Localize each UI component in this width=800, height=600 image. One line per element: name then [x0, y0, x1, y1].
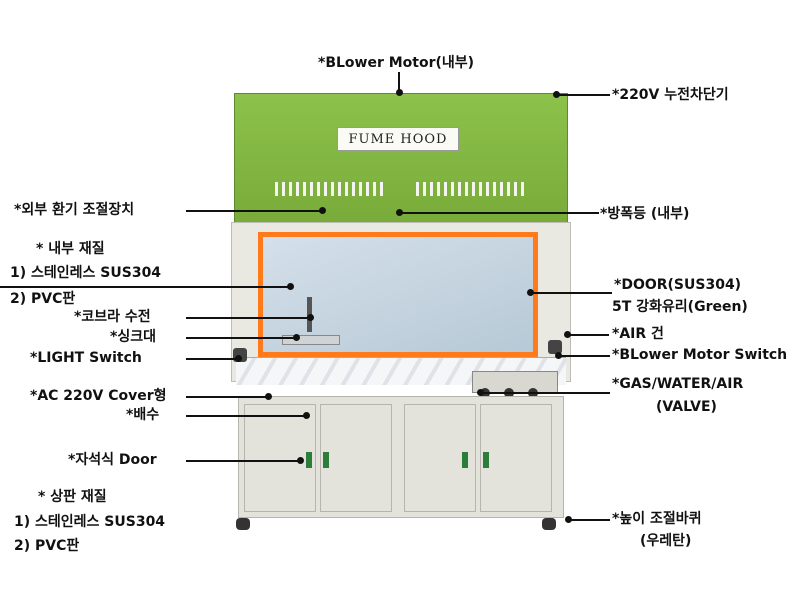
- label-exhaust-control: *외부 환기 조절장치: [14, 202, 135, 218]
- label-drain: *배수: [126, 407, 160, 423]
- label-inner-material-title: * 내부 재질: [36, 241, 105, 257]
- cabinet-door: [320, 404, 392, 512]
- label-inner-material-1: 1) 스테인레스 SUS304: [10, 265, 162, 281]
- door-handle: [483, 452, 489, 468]
- label-explosion-light: *방폭등 (내부): [600, 206, 690, 222]
- label-caster-line1: *높이 조절바퀴: [612, 511, 702, 527]
- label-air-gun: *AIR 건: [612, 326, 664, 342]
- label-top-material-2: 2) PVC판: [14, 538, 80, 554]
- vent-right: [416, 182, 526, 196]
- label-light-switch: *LIGHT Switch: [30, 350, 142, 366]
- label-door-line1: *DOOR(SUS304): [614, 277, 742, 293]
- cabinet-door: [404, 404, 476, 512]
- caster-wheel: [542, 518, 556, 530]
- sink: [282, 335, 340, 345]
- right-switch-panel: [548, 340, 562, 354]
- door-handle: [306, 452, 312, 468]
- name-plate-text: FUME HOOD: [348, 132, 448, 147]
- cabinet-door: [244, 404, 316, 512]
- label-top-material-title: * 상판 재질: [38, 489, 107, 505]
- door-handle: [323, 452, 329, 468]
- label-inner-material-2: 2) PVC판: [10, 291, 76, 307]
- label-cobra-faucet: *코브라 수전: [74, 309, 151, 325]
- label-magnetic-door: *자석식 Door: [68, 452, 157, 468]
- label-caster-line2: (우레탄): [640, 533, 692, 549]
- door-handle: [462, 452, 468, 468]
- label-blower-switch: *BLower Motor Switch: [612, 347, 788, 363]
- vent-left: [275, 182, 385, 196]
- name-plate: FUME HOOD: [337, 127, 459, 151]
- lower-cabinet: [238, 396, 564, 518]
- label-breaker: *220V 누전차단기: [612, 87, 729, 103]
- label-valve-line1: *GAS/WATER/AIR: [612, 376, 744, 392]
- label-door-line2: 5T 강화유리(Green): [612, 299, 748, 315]
- label-blower-motor: *BLower Motor(내부): [318, 55, 475, 71]
- label-top-material-1: 1) 스테인레스 SUS304: [14, 514, 166, 530]
- cabinet-door: [480, 404, 552, 512]
- label-valve-line2: (VALVE): [656, 399, 717, 415]
- hood-canopy: [234, 93, 568, 223]
- label-ac-cover: *AC 220V Cover형: [30, 388, 167, 404]
- caster-wheel: [236, 518, 250, 530]
- label-sink: *싱크대: [110, 329, 156, 345]
